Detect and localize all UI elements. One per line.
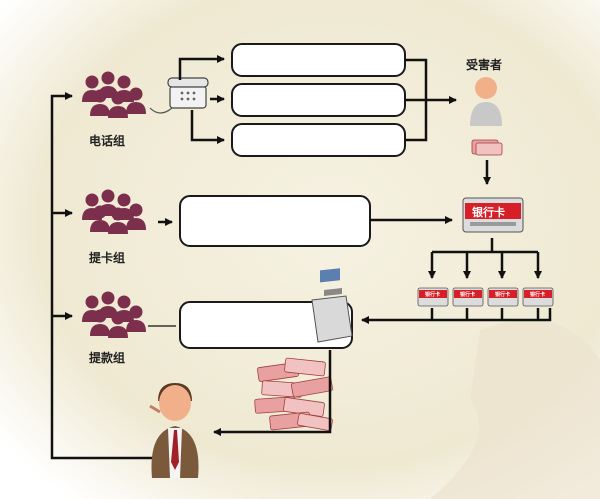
card-group-label: 提卡组 [89, 250, 125, 265]
phone-to-box1-arrow [178, 55, 225, 80]
boss-figure-icon [149, 383, 199, 478]
withdraw-group-label: 提款组 [89, 350, 125, 365]
phone-to-box3-arrow [190, 110, 225, 144]
mini-card-1-label: 银行卡 [424, 291, 440, 298]
bank-card-label: 银行卡 [472, 205, 505, 219]
money-stack-icon [471, 139, 503, 156]
card-split-lines [432, 238, 538, 254]
withdraw-task-box [179, 301, 353, 349]
atm-machine-icon [311, 268, 353, 343]
phone-group-label: 电话组 [89, 133, 125, 148]
cash-pile-icon [254, 357, 333, 431]
mini-card-4-label: 银行卡 [529, 291, 545, 298]
victim-label: 受害者 [466, 57, 502, 72]
telephone-icon [149, 77, 209, 114]
mini-bank-card-4: 银行卡 [522, 287, 554, 307]
phone-script-box-3 [231, 123, 406, 157]
mini-bank-card-3: 银行卡 [487, 287, 519, 307]
atm-to-boss-line [213, 350, 332, 436]
card-task-box [179, 195, 371, 247]
cards-merge-lines [430, 308, 552, 322]
feedback-loop-line [50, 92, 160, 460]
victim-person-icon [470, 77, 502, 126]
mini-bank-card-1: 银行卡 [417, 287, 449, 307]
mini-bank-card-2: 银行卡 [452, 287, 484, 307]
phone-script-box-1 [231, 43, 406, 77]
mini-card-2-label: 银行卡 [459, 291, 475, 298]
phone-script-box-2 [231, 83, 406, 117]
bank-card-icon: 银行卡 [462, 197, 524, 233]
mini-card-3-label: 银行卡 [494, 291, 510, 298]
paper-smudge [430, 320, 600, 499]
